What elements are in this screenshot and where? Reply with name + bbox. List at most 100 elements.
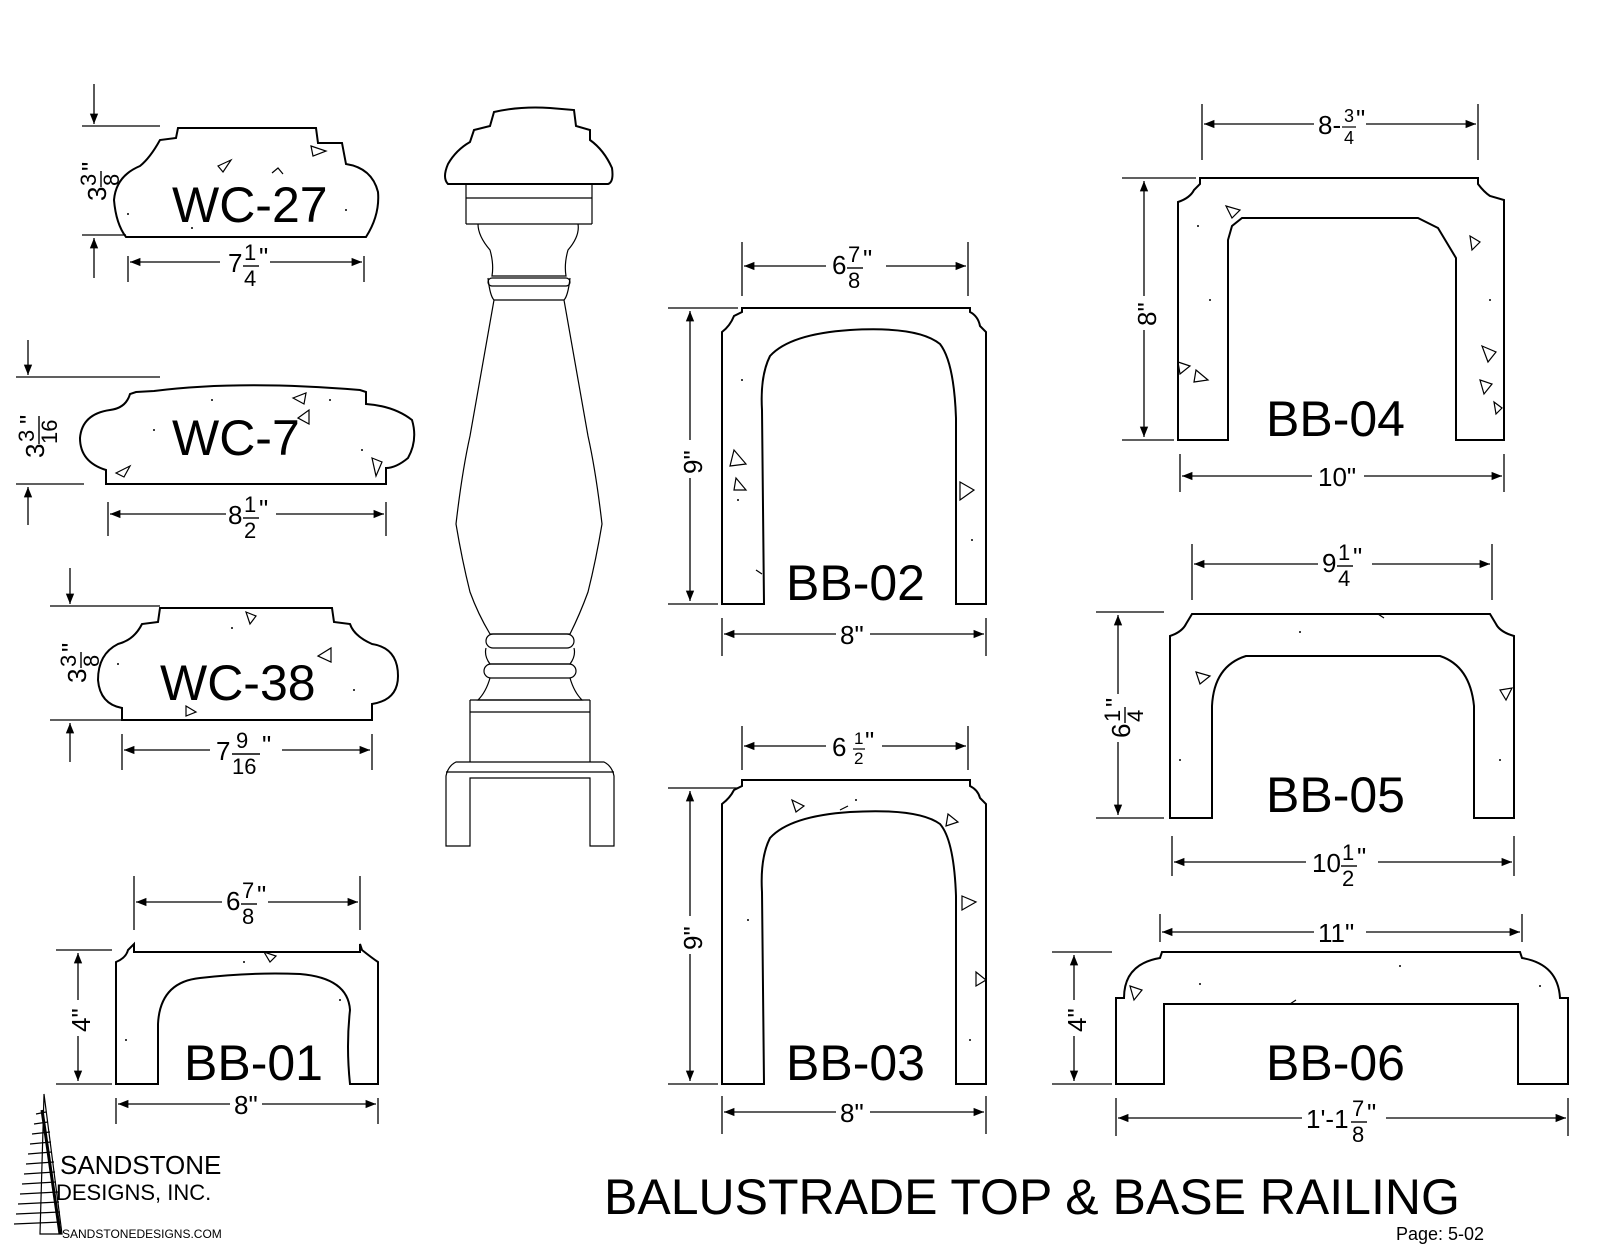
wc-38-label: WC-38 (160, 655, 316, 711)
wc-7-label: WC-7 (172, 410, 300, 466)
svg-text:16: 16 (37, 420, 62, 444)
svg-text:3: 3 (20, 444, 50, 458)
svg-text:3: 3 (82, 187, 112, 201)
svg-text:7: 7 (216, 736, 230, 766)
bb-02-top-dimension: 6 7 8 " (832, 242, 872, 293)
svg-text:1: 1 (1338, 540, 1350, 565)
svg-text:4: 4 (1344, 128, 1354, 148)
svg-text:": " (1357, 842, 1366, 872)
bb-01-top-dimension: 6 7 8 " (226, 878, 266, 929)
bb-05-profile: BB-05 9 1 4 " 6 1 4 " 10 1 2 (1096, 540, 1515, 891)
bb-06-height-dimension: 4" (1062, 1008, 1092, 1032)
svg-text:7: 7 (848, 242, 860, 267)
svg-text:9: 9 (236, 728, 248, 753)
stone-texture (117, 209, 1541, 1041)
company-website: SANDSTONEDESIGNS.COM (62, 1227, 222, 1241)
bb-06-top-dimension: 11" (1318, 918, 1354, 948)
svg-text:2: 2 (244, 518, 256, 543)
svg-text:": " (56, 643, 86, 652)
wc-38-width-dimension: 7 9 16 " (216, 728, 271, 779)
svg-text:": " (14, 415, 44, 424)
svg-text:7: 7 (1352, 1096, 1364, 1121)
page-number: Page: 5-02 (1396, 1224, 1484, 1244)
svg-text:2: 2 (1342, 866, 1354, 891)
bb-06-bottom-dimension: 1'-1 7 8 " (1306, 1096, 1376, 1147)
svg-text:4: 4 (244, 266, 256, 291)
bb-04-label: BB-04 (1266, 391, 1405, 447)
wc-27-height-dimension: 3 3 8 " (76, 162, 124, 201)
svg-text:6: 6 (832, 732, 846, 762)
svg-text:": " (863, 244, 872, 274)
bb-04-top-dimension: 8- 3 4 " (1318, 104, 1365, 148)
bb-02-profile: BB-02 6 7 8 " 9" 8" (668, 242, 987, 656)
svg-text:": " (1353, 542, 1362, 572)
svg-text:7: 7 (228, 248, 242, 278)
sheet-title: BALUSTRADE TOP & BASE RAILING (604, 1169, 1460, 1225)
svg-text:4: 4 (1123, 710, 1148, 722)
svg-text:": " (1356, 104, 1365, 134)
svg-text:8: 8 (1352, 1122, 1364, 1147)
svg-text:8: 8 (848, 268, 860, 293)
svg-text:9: 9 (1322, 548, 1336, 578)
bb-02-bottom-dimension: 8" (840, 620, 864, 650)
svg-text:": " (259, 494, 268, 524)
svg-text:10: 10 (1312, 848, 1341, 878)
svg-text:": " (1100, 698, 1130, 707)
svg-text:1'-1: 1'-1 (1306, 1104, 1349, 1134)
svg-text:8: 8 (79, 655, 104, 667)
bb-06-label: BB-06 (1266, 1035, 1405, 1091)
svg-text:": " (865, 726, 874, 756)
company-logo: SANDSTONE DESIGNS, INC. SANDSTONEDESIGNS… (13, 1093, 222, 1241)
bb-05-label: BB-05 (1266, 767, 1405, 823)
svg-text:4: 4 (1338, 566, 1350, 591)
svg-text:1: 1 (244, 492, 256, 517)
wc-27-label: WC-27 (172, 177, 328, 233)
bb-01-height-dimension: 4" (66, 1008, 96, 1032)
bb-01-bottom-dimension: 8" (234, 1090, 258, 1120)
svg-text:1: 1 (1100, 710, 1125, 722)
company-name-line2: DESIGNS, INC. (56, 1180, 211, 1205)
svg-text:3: 3 (56, 655, 81, 667)
bb-01-label: BB-01 (184, 1035, 323, 1091)
svg-text:3: 3 (62, 669, 92, 683)
bb-03-top-dimension: 6 1 2 " (832, 726, 874, 768)
wc-7-height-dimension: 3 3 16 " (14, 415, 62, 458)
svg-text:8: 8 (228, 500, 242, 530)
bb-04-bottom-dimension: 10" (1318, 462, 1356, 492)
bb-02-height-dimension: 9" (678, 450, 708, 474)
bb-03-bottom-dimension: 8" (840, 1098, 864, 1128)
bb-03-label: BB-03 (786, 1035, 925, 1091)
baluster-elevation (444, 106, 615, 847)
bb-04-profile: BB-04 8- 3 4 " 8" 10" (1122, 104, 1505, 492)
svg-text:1: 1 (854, 729, 863, 748)
svg-text:7: 7 (242, 878, 254, 903)
bb-02-label: BB-02 (786, 555, 925, 611)
svg-text:8-: 8- (1318, 110, 1341, 140)
bb-05-bottom-dimension: 10 1 2 " (1312, 840, 1366, 891)
svg-text:1: 1 (1342, 840, 1354, 865)
wc-38-profile: WC-38 3 3 8 " 7 9 16 " (50, 568, 400, 779)
bb-04-height-dimension: 8" (1132, 302, 1162, 326)
svg-text:3: 3 (1344, 106, 1354, 126)
bb-03-profile: BB-03 6 1 2 " 9" 8" (668, 726, 988, 1134)
wc-7-profile: WC-7 3 3 16 " 8 1 2 " (14, 340, 416, 543)
svg-text:": " (76, 162, 106, 171)
svg-text:": " (262, 730, 271, 760)
bb-06-profile: BB-06 11" 4" 1'-1 7 8 " (1052, 914, 1569, 1147)
company-name-line1: SANDSTONE (60, 1150, 221, 1180)
svg-text:": " (259, 242, 268, 272)
wc-38-height-dimension: 3 3 8 " (56, 643, 104, 683)
svg-text:8: 8 (242, 904, 254, 929)
bb-05-top-dimension: 9 1 4 " (1322, 540, 1362, 591)
wc-27-width-dimension: 7 1 4 " (228, 240, 268, 291)
svg-text:6: 6 (226, 886, 240, 916)
bb-01-profile: BB-01 6 7 8 " 4" 8" (56, 876, 379, 1124)
bb-05-height-dimension: 6 1 4 " (1100, 698, 1148, 738)
svg-text:6: 6 (832, 250, 846, 280)
svg-text:2: 2 (854, 749, 863, 768)
wc-7-width-dimension: 8 1 2 " (228, 492, 268, 543)
wc-27-profile: WC-27 3 3 8 " 7 1 4 " (76, 84, 380, 291)
svg-text:8: 8 (99, 174, 124, 186)
svg-text:3: 3 (76, 174, 101, 186)
